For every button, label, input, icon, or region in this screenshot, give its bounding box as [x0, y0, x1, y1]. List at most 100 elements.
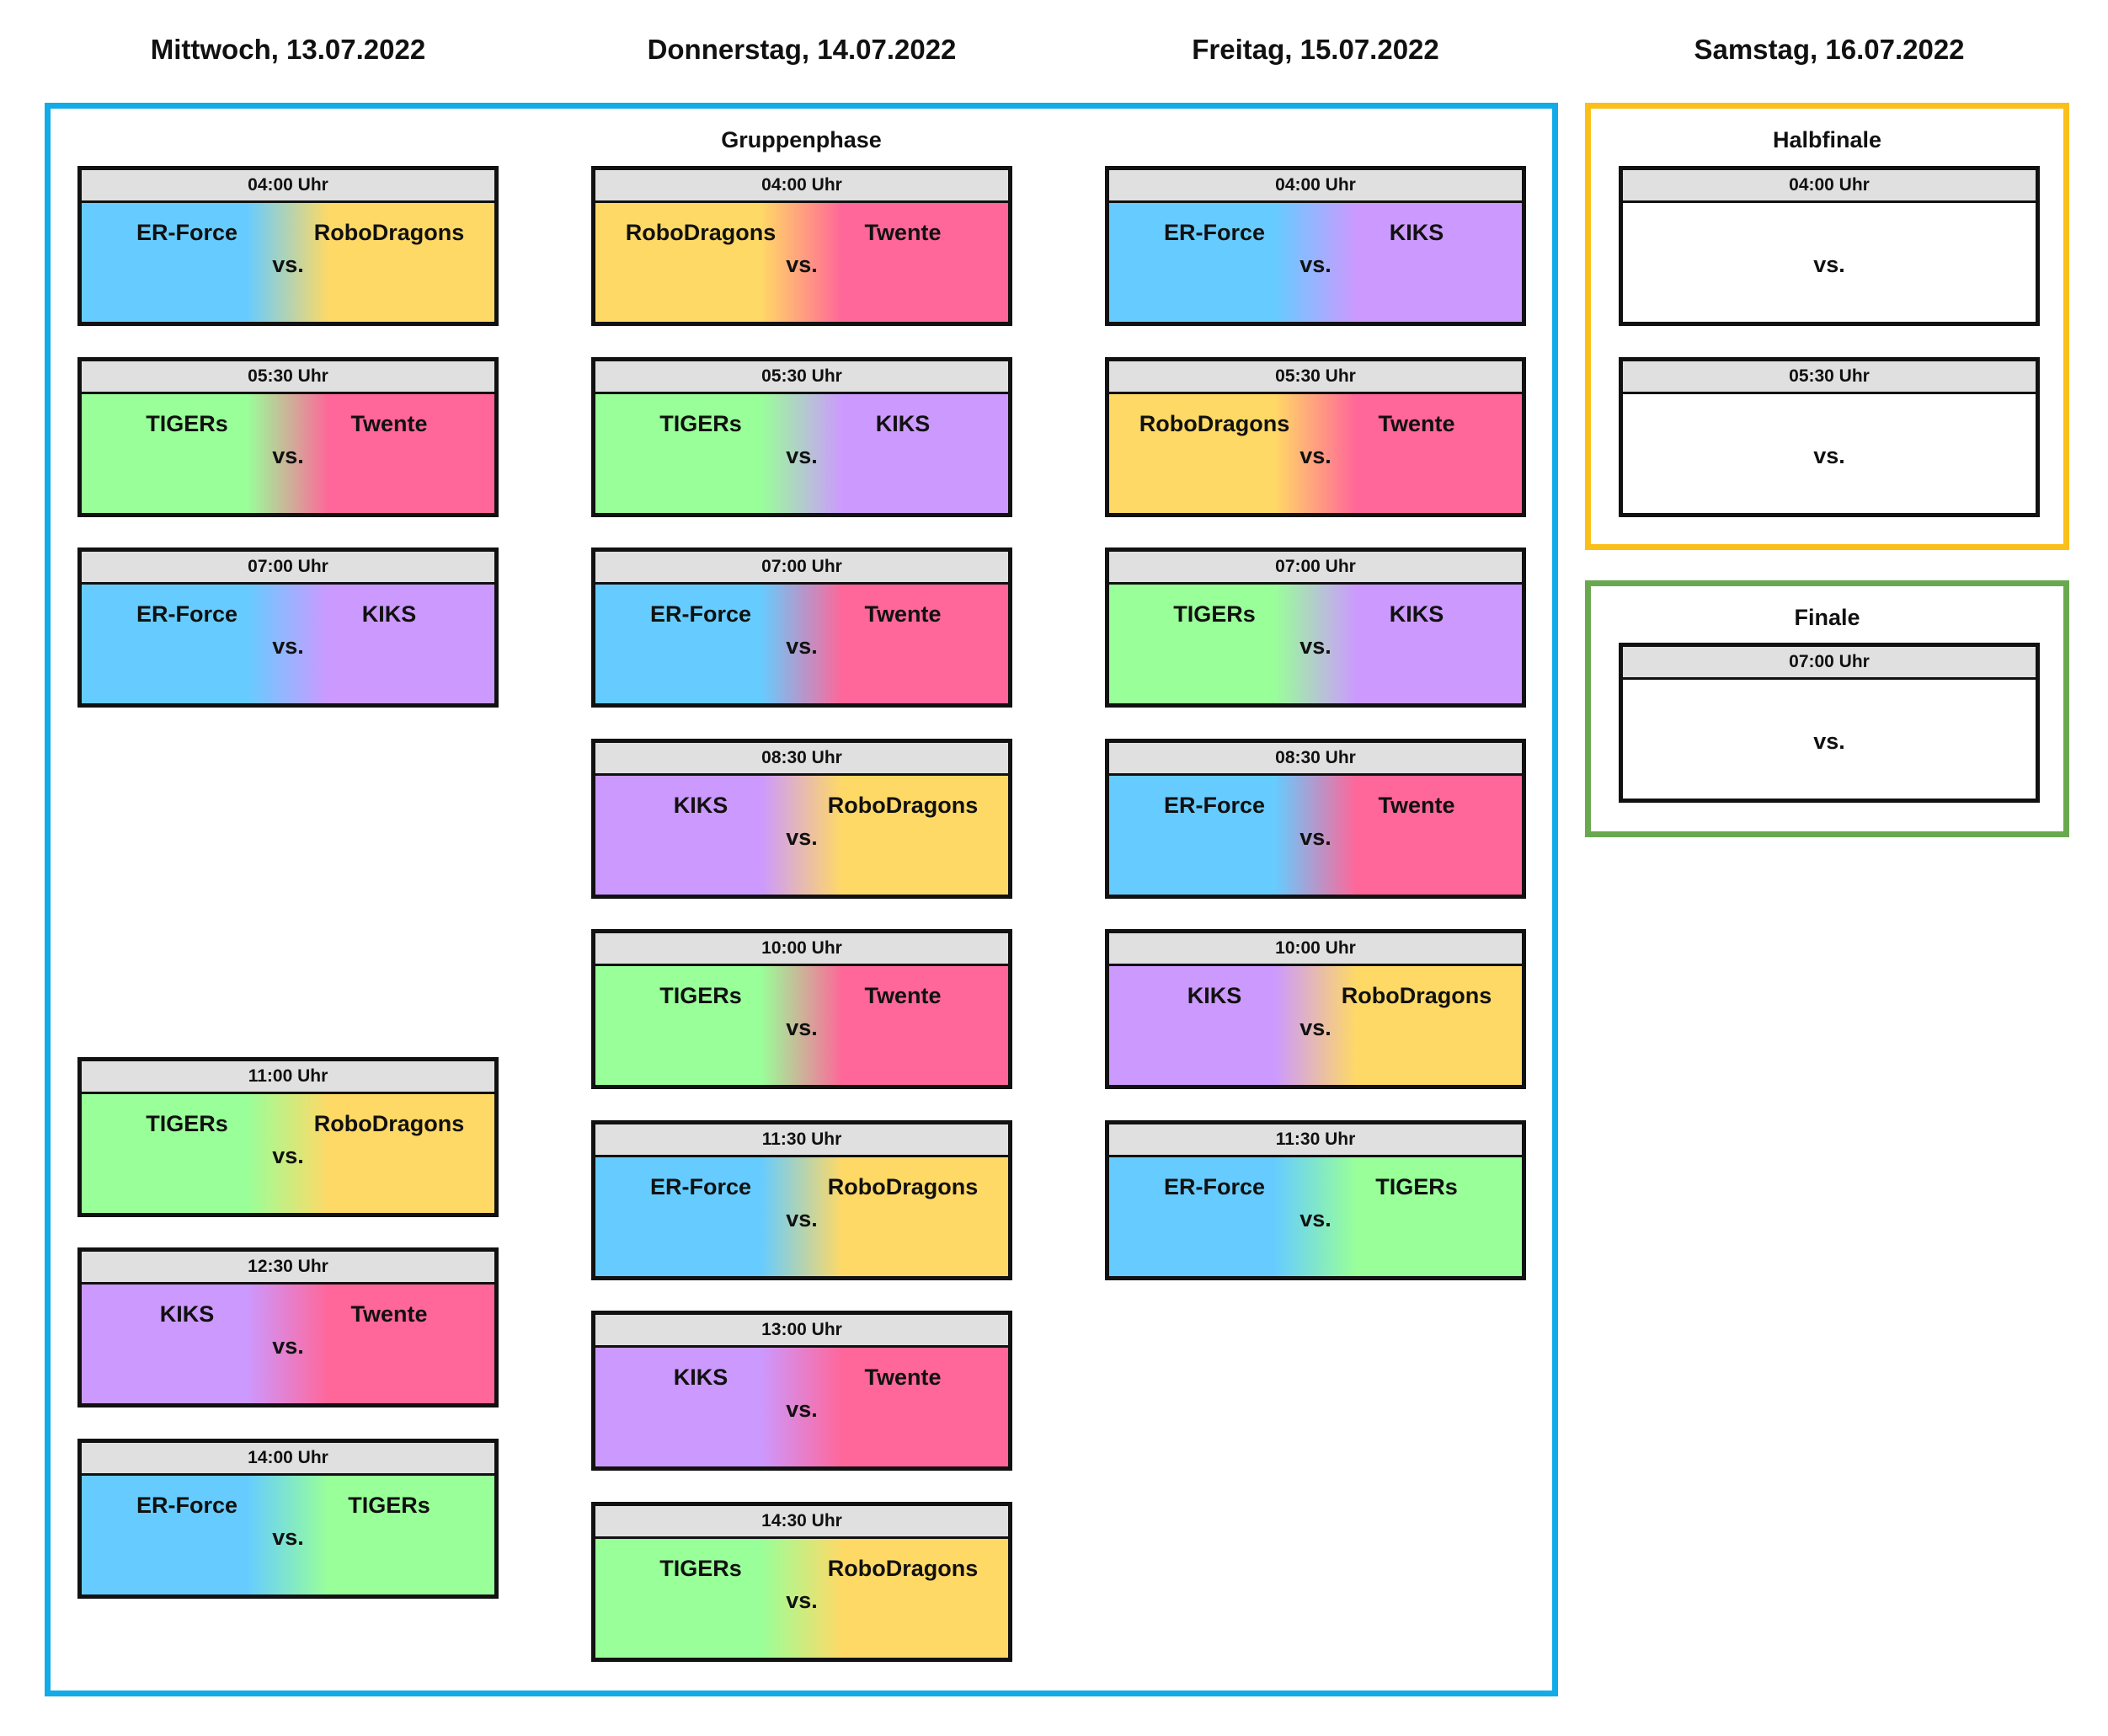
- away-team: Twente: [864, 601, 942, 627]
- match-body: vs.: [1623, 680, 2036, 799]
- away-team: TIGERs: [1375, 1174, 1458, 1199]
- vs-label: vs.: [1299, 1015, 1332, 1040]
- vs-label: vs.: [272, 1333, 304, 1359]
- away-team: KIKS: [1389, 220, 1444, 245]
- away-team: Twente: [864, 220, 942, 245]
- away-team: KIKS: [1389, 601, 1444, 627]
- away-team: Twente: [350, 411, 428, 436]
- match-body: vs.: [1623, 394, 2036, 513]
- home-team: TIGERs: [1173, 601, 1256, 627]
- home-team: ER-Force: [1163, 220, 1266, 245]
- home-team: TIGERs: [659, 983, 742, 1008]
- match-time: 07:00 Uhr: [595, 552, 1008, 585]
- match-time: 11:00 Uhr: [82, 1061, 494, 1094]
- away-team: RoboDragons: [313, 1111, 465, 1136]
- vs-label: vs.: [786, 1397, 818, 1422]
- home-team: TIGERs: [146, 411, 228, 436]
- match-time: 04:00 Uhr: [1109, 170, 1522, 203]
- match-time: 05:30 Uhr: [82, 361, 494, 394]
- halbfinale-title: Halbfinale: [1772, 127, 1882, 152]
- vs-label: vs.: [1299, 443, 1332, 468]
- vs-label: vs.: [1299, 825, 1332, 850]
- away-team: Twente: [864, 1365, 942, 1390]
- away-team: Twente: [1378, 793, 1455, 818]
- day-header-freitag: Freitag, 15.07.2022: [1192, 34, 1439, 65]
- home-team: KIKS: [1187, 983, 1242, 1008]
- vs-label: vs.: [1813, 729, 1845, 754]
- match-time: 10:00 Uhr: [595, 933, 1008, 966]
- match-body: KIKS Twente vs.: [82, 1285, 494, 1403]
- match-body: ER-Force KIKS vs.: [1109, 203, 1522, 322]
- match-body: TIGERs KIKS vs.: [1109, 585, 1522, 703]
- match-body: KIKS RoboDragons vs.: [1109, 966, 1522, 1085]
- gruppenphase-frame: Gruppenphase: [45, 103, 1558, 1696]
- match-time: 10:00 Uhr: [1109, 933, 1522, 966]
- match-time: 14:00 Uhr: [82, 1443, 494, 1476]
- match-time: 04:00 Uhr: [1623, 170, 2036, 203]
- home-team: ER-Force: [136, 220, 238, 245]
- vs-label: vs.: [786, 633, 818, 659]
- match-time: 07:00 Uhr: [1109, 552, 1522, 585]
- vs-label: vs.: [272, 443, 304, 468]
- day-header-donnerstag: Donnerstag, 14.07.2022: [647, 34, 957, 65]
- vs-label: vs.: [272, 252, 304, 277]
- away-team: Twente: [350, 1301, 428, 1327]
- match-time: 07:00 Uhr: [82, 552, 494, 585]
- away-team: RoboDragons: [827, 793, 979, 818]
- away-team: RoboDragons: [1341, 983, 1492, 1008]
- vs-label: vs.: [786, 1206, 818, 1231]
- away-team: KIKS: [361, 601, 417, 627]
- home-team: TIGERs: [659, 1556, 742, 1581]
- away-team: RoboDragons: [827, 1556, 979, 1581]
- home-team: TIGERs: [146, 1111, 228, 1136]
- vs-label: vs.: [272, 1525, 304, 1550]
- vs-label: vs.: [786, 1015, 818, 1040]
- match-time: 12:30 Uhr: [82, 1252, 494, 1285]
- home-team: KIKS: [159, 1301, 215, 1327]
- day-header-samstag: Samstag, 16.07.2022: [1694, 34, 1965, 65]
- match-body: vs.: [1623, 203, 2036, 322]
- vs-label: vs.: [1299, 633, 1332, 659]
- vs-label: vs.: [1299, 252, 1332, 277]
- away-team: Twente: [864, 983, 942, 1008]
- match-body: TIGERs Twente vs.: [595, 966, 1008, 1085]
- finale-title: Finale: [1794, 605, 1860, 630]
- finale-frame: Finale: [1585, 580, 2069, 837]
- vs-label: vs.: [1813, 252, 1845, 277]
- home-team: ER-Force: [1163, 793, 1266, 818]
- away-team: Twente: [1378, 411, 1455, 436]
- home-team: RoboDragons: [625, 220, 776, 245]
- vs-label: vs.: [786, 1588, 818, 1613]
- match-time: 11:30 Uhr: [595, 1124, 1008, 1157]
- match-time: 11:30 Uhr: [1109, 1124, 1522, 1157]
- match-body: TIGERs Twente vs.: [82, 394, 494, 513]
- away-team: RoboDragons: [827, 1174, 979, 1199]
